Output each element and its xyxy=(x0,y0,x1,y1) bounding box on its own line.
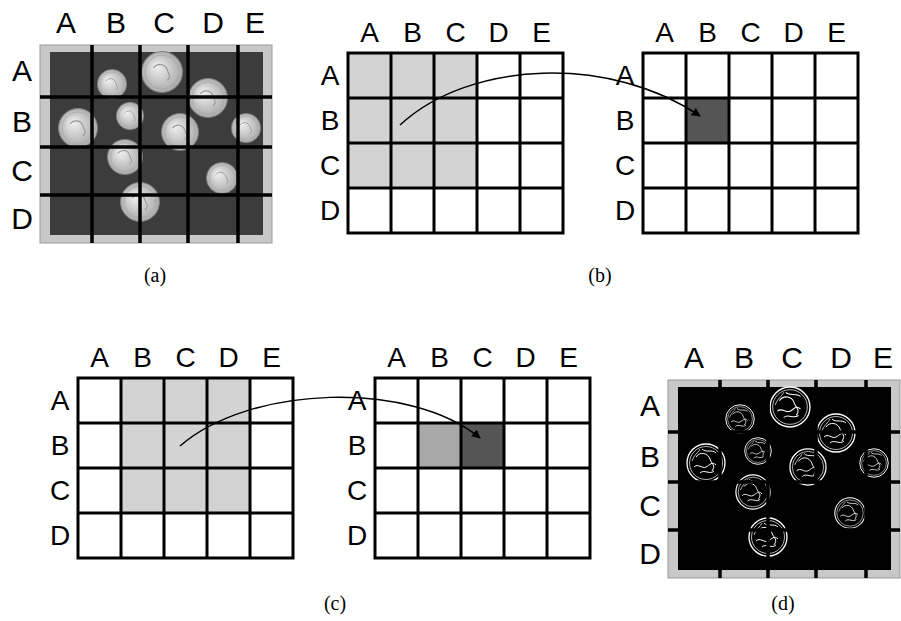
shaded-neighbourhood xyxy=(348,53,477,188)
coin xyxy=(142,52,183,93)
grid-letter: A xyxy=(12,56,32,86)
output-cell xyxy=(461,423,504,468)
grid-lines xyxy=(40,45,272,243)
coin xyxy=(231,113,260,142)
grid-letter: C xyxy=(472,344,492,372)
grid-letter: B xyxy=(12,107,32,137)
grid-letter: C xyxy=(153,8,175,38)
grid-letter: C xyxy=(639,491,661,521)
coin xyxy=(206,162,237,193)
panel-label: (d) xyxy=(771,593,794,613)
grid-letter: A xyxy=(387,344,406,372)
grid-letter: B xyxy=(106,8,126,38)
grid-letter: D xyxy=(202,8,224,38)
coin-edge xyxy=(790,449,826,485)
grid-lines xyxy=(78,378,293,558)
grid-letter: E xyxy=(559,344,578,372)
coin-edge xyxy=(835,498,865,528)
edge-image-panel xyxy=(668,380,900,578)
grid-letter: B xyxy=(348,432,367,460)
shaded-neighbourhood xyxy=(121,378,250,513)
grid-letter: A xyxy=(684,343,704,373)
grid-lines xyxy=(348,53,563,233)
grid-letter: B xyxy=(698,19,717,47)
grid-letter: A xyxy=(360,19,379,47)
grid-letter: C xyxy=(445,19,465,47)
grid-letter: D xyxy=(830,343,852,373)
grid-letter: D xyxy=(783,19,803,47)
grid-letter: B xyxy=(616,107,635,135)
coin xyxy=(97,69,126,98)
coin-edge xyxy=(736,475,770,509)
grid-letter: A xyxy=(655,19,674,47)
grid-letter: E xyxy=(245,8,265,38)
grid-lines xyxy=(668,380,900,578)
coin-edge xyxy=(770,387,810,427)
grid-letter: C xyxy=(11,156,33,186)
grid-letter: B xyxy=(734,343,754,373)
photo-background xyxy=(50,52,263,235)
grid-letter: E xyxy=(532,19,551,47)
previous-cell xyxy=(418,423,461,468)
mapping-arrow xyxy=(400,73,700,125)
grid-letter: A xyxy=(616,62,635,90)
grid-letter: D xyxy=(488,19,508,47)
grid-letter: D xyxy=(218,344,238,372)
grid-letter: E xyxy=(262,344,281,372)
grid-letter: D xyxy=(639,539,661,569)
grid-letter: B xyxy=(640,442,660,472)
grid-letter: B xyxy=(403,19,422,47)
mapping-arrow xyxy=(180,397,480,446)
photo-background xyxy=(678,387,891,570)
panel-label: (c) xyxy=(324,593,346,613)
grid-letter: B xyxy=(321,107,340,135)
grid-letter: D xyxy=(515,344,535,372)
grid-letter: A xyxy=(321,62,340,90)
grid-letter: C xyxy=(347,477,367,505)
coin xyxy=(107,139,142,174)
coin xyxy=(161,113,198,150)
grid-letter: A xyxy=(56,8,76,38)
grid-panel-c xyxy=(78,378,590,558)
grid-letter: C xyxy=(320,152,340,180)
grid-lines xyxy=(643,53,858,233)
grid-letter: A xyxy=(348,387,367,415)
grid-letter: A xyxy=(90,344,109,372)
grid-letter: C xyxy=(615,152,635,180)
grid-letter: E xyxy=(827,19,846,47)
coin-photo-panel xyxy=(40,45,272,243)
grid-letter: D xyxy=(320,197,340,225)
photo-frame xyxy=(40,45,272,243)
output-cell xyxy=(686,98,729,143)
grid-letter: C xyxy=(175,344,195,372)
panel-label: (a) xyxy=(144,265,166,285)
coin-edge xyxy=(860,449,889,478)
grid-letter: B xyxy=(133,344,152,372)
grid-letter: B xyxy=(430,344,449,372)
grid-letter: D xyxy=(11,204,33,234)
grid-letter: B xyxy=(51,432,70,460)
grid-letter: A xyxy=(51,387,70,415)
grid-letter: D xyxy=(50,522,70,550)
grid-letter: C xyxy=(781,343,803,373)
photo-frame xyxy=(668,380,900,578)
grid-letter: C xyxy=(740,19,760,47)
grid-letter: D xyxy=(347,522,367,550)
panel-label: (b) xyxy=(588,265,611,285)
grid-letter: C xyxy=(50,477,70,505)
grid-letter: E xyxy=(873,343,893,373)
coin-edge xyxy=(726,405,755,434)
grid-letter: A xyxy=(640,391,660,421)
grid-letter: D xyxy=(615,197,635,225)
grid-panel-b xyxy=(348,53,858,233)
